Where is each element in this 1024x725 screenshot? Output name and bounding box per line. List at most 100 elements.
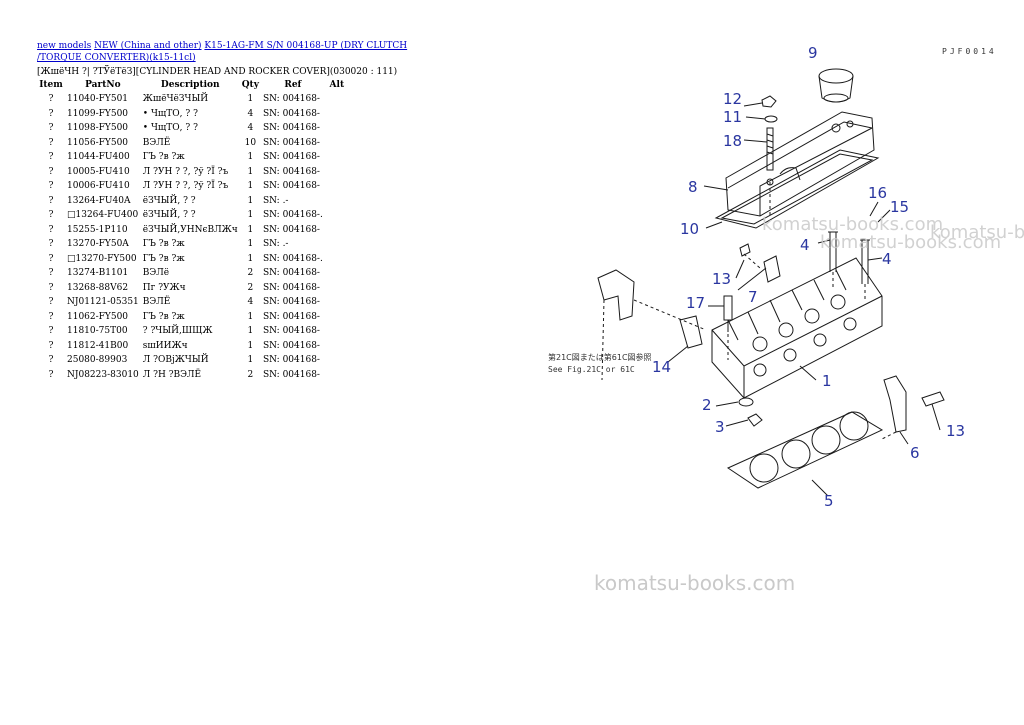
qty-cell: 1 <box>247 311 254 322</box>
description-cell: ВЭЛЁ <box>142 297 171 307</box>
description-cell: ёЗЧЫЙ,УНNєВЛЖч <box>142 224 238 235</box>
description-cell: Л ?УН ? ?, ?ў ?Ї ?ъ <box>142 181 229 191</box>
partno-cell: 13274-B1101 <box>67 268 129 278</box>
partno-cell: 11810-75T00 <box>67 326 128 336</box>
header-partno: PartNo <box>85 80 121 90</box>
breadcrumb-link-new-models[interactable]: new models <box>37 41 92 51</box>
qty-cell: 4 <box>247 108 254 119</box>
bolt-4-left <box>828 231 838 272</box>
lifting-hook-right <box>883 375 907 433</box>
callout-number: 15 <box>890 198 909 216</box>
ref-cell: SN: 004168- <box>262 369 320 380</box>
item-cell: ? <box>48 253 54 264</box>
qty-cell: 2 <box>247 282 254 293</box>
qty-cell: 1 <box>247 166 254 177</box>
partno-cell: □13264-FU400 <box>67 210 139 220</box>
table-header-row: Item PartNo Description Qty Ref Alt <box>37 79 349 92</box>
callout-number: 12 <box>723 90 742 108</box>
callout-number: 11 <box>723 108 742 126</box>
partno-cell: 10005-FU410 <box>67 166 130 177</box>
ref-cell: SN: 004168- <box>262 355 320 365</box>
ref-cell: SN: 004168- <box>262 326 320 336</box>
alt-cell <box>325 339 349 354</box>
qty-cell: 1 <box>247 94 254 104</box>
alt-cell <box>325 194 349 209</box>
item-cell: ? <box>48 340 54 351</box>
qty-cell: 2 <box>247 369 254 380</box>
rocker-cover-gasket <box>714 149 880 229</box>
partno-cell: 11062-FY500 <box>67 311 129 322</box>
qty-cell: 4 <box>247 297 254 307</box>
alt-cell <box>325 266 349 281</box>
description-cell: ёЗЧЫЙ, ? ? <box>142 210 196 220</box>
callout-leaders <box>667 102 941 497</box>
watermark-4: komatsu-books.com <box>594 571 795 595</box>
breadcrumb-link-region[interactable]: NEW (China and other) <box>94 41 202 51</box>
part-bolt-13-upper <box>739 243 751 257</box>
alt-cell <box>325 165 349 180</box>
item-cell: ? <box>48 152 54 162</box>
watermark-2: komatsu-books.com <box>820 232 1001 253</box>
partno-cell: 25080-89903 <box>67 355 128 365</box>
qty-cell: 1 <box>247 181 254 191</box>
callout-number: 9 <box>808 44 818 62</box>
ref-cell: SN: 004168- <box>262 94 320 104</box>
item-cell: ? <box>48 355 54 365</box>
lifting-hook-left <box>597 269 635 321</box>
partno-cell: 11044-FU400 <box>67 152 130 162</box>
ref-cell: SN: 004168- <box>262 340 320 351</box>
partno-cell: 13268-88V62 <box>67 282 129 293</box>
alt-cell <box>325 223 349 238</box>
alt-cell <box>325 252 349 267</box>
ref-cell: SN: 004168- <box>262 137 320 148</box>
callout-number: 14 <box>652 358 671 376</box>
part-bolt-13-lower <box>921 391 945 407</box>
partno-cell: 11099-FY500 <box>67 108 129 119</box>
alt-cell <box>325 295 349 310</box>
alt-cell <box>325 92 349 107</box>
item-cell: ? <box>48 282 54 293</box>
alt-cell <box>325 368 349 383</box>
header-item: Item <box>39 80 63 90</box>
part-sensor-17 <box>723 295 733 332</box>
callout-number: 6 <box>910 444 920 462</box>
item-cell: ? <box>48 108 54 119</box>
callout-number: 10 <box>680 220 699 238</box>
ref-cell: SN: 004168- <box>262 268 320 278</box>
description-cell: • ЧщТО, ? ? <box>142 123 198 133</box>
ref-cell: SN: 004168- <box>262 297 320 307</box>
qty-cell: 1 <box>247 195 254 206</box>
item-cell: ? <box>48 137 54 148</box>
description-cell: • ЧщТО, ? ? <box>142 108 198 119</box>
description-cell: ГЪ ?в ?ж <box>142 152 185 162</box>
part-washer-11 <box>764 115 778 123</box>
qty-cell: 1 <box>247 326 254 336</box>
item-cell: ? <box>48 311 54 322</box>
description-cell: ГЪ ?в ?ж <box>142 311 185 322</box>
callout-number: 7 <box>748 288 758 306</box>
item-cell: ? <box>48 94 54 104</box>
ref-cell: SN: 004168-. <box>262 210 323 220</box>
item-cell: ? <box>48 326 54 336</box>
breadcrumb-link-model[interactable]: K15-1AG-FM S/N 004168-UP (DRY CLUTCH /TO… <box>37 41 408 63</box>
alt-cell <box>325 121 349 136</box>
item-cell: ? <box>48 239 54 249</box>
partno-cell: 15255-1P110 <box>67 224 128 235</box>
description-cell: sшИИЖч <box>142 340 188 351</box>
watermark-1: komatsu-books.com <box>762 214 943 235</box>
callout-number: 18 <box>723 132 742 150</box>
partno-cell: 13270-FY50A <box>67 239 129 249</box>
item-cell: ? <box>48 224 54 235</box>
callout-number: 2 <box>702 396 712 414</box>
